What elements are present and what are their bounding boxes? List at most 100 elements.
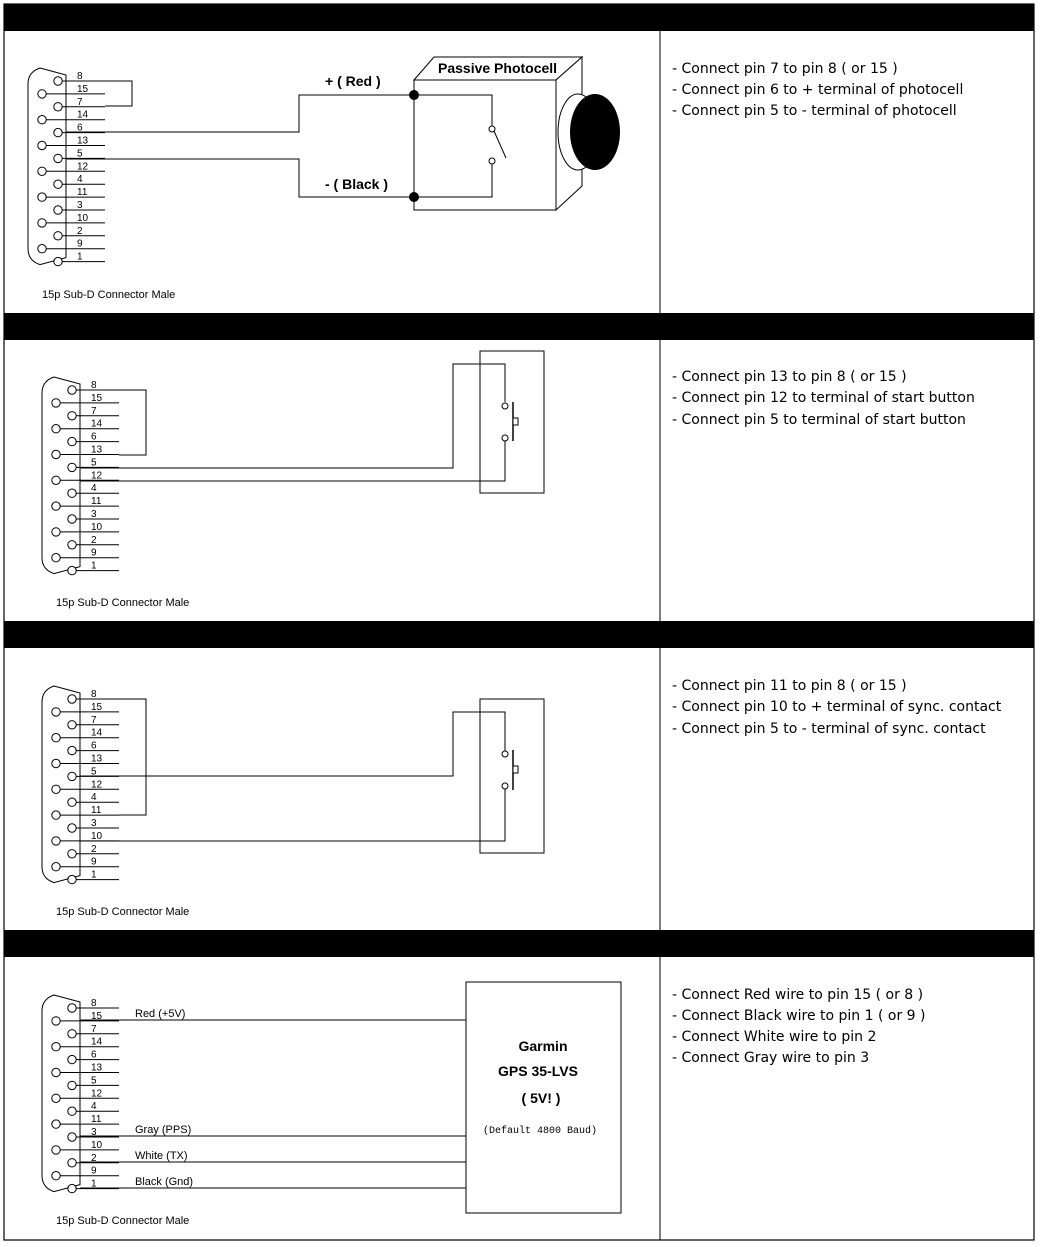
instruction-line: - Connect pin 13 to pin 8 ( or 15 ) (672, 369, 907, 385)
connector-pin (53, 256, 63, 267)
connector-pin (67, 1029, 77, 1039)
instruction-line: - Connect Red wire to pin 15 ( or 8 ) (672, 987, 923, 1003)
jumper-wire (105, 80, 133, 107)
connector-pin (37, 140, 47, 151)
pin-label: 3 (77, 200, 83, 211)
connector-pin (51, 810, 61, 820)
start-button-box (479, 350, 545, 494)
connector-pin (51, 1119, 61, 1129)
pin-label: 7 (77, 97, 83, 108)
connector-caption: 15p Sub-D Connector Male (56, 1215, 189, 1227)
wire-positive-label: + ( Red ) (325, 73, 381, 89)
connector-caption: 15p Sub-D Connector Male (56, 597, 189, 609)
wire-pin5 (80, 363, 506, 469)
pin-label: 2 (91, 535, 97, 546)
connector-pin (67, 436, 77, 447)
wire-pin12 (80, 441, 506, 482)
connector-pin (67, 771, 77, 782)
pin-label: 3 (91, 818, 97, 829)
connector-pin (51, 862, 61, 872)
pin-label: 8 (77, 71, 83, 82)
connector-pin (67, 1003, 77, 1013)
connector-pin (51, 1042, 61, 1052)
connector-pin (37, 244, 47, 254)
instructions: - Connect Red wire to pin 15 ( or 8 ) - … (672, 987, 925, 1066)
instruction-line: - Connect pin 12 to terminal of start bu… (672, 390, 975, 406)
connector-pin (51, 733, 61, 743)
pin-label: 14 (91, 728, 103, 739)
connector-pin (51, 1016, 61, 1026)
pin-label: 1 (91, 561, 97, 572)
connector-pin (53, 127, 63, 138)
connector-pin (51, 475, 61, 485)
connector-pin (51, 836, 61, 846)
connector-pin (67, 1132, 77, 1142)
instruction-line: - Connect pin 6 to + terminal of photoce… (672, 82, 963, 98)
pin-label: 10 (77, 213, 89, 224)
connector-pin (67, 1183, 77, 1194)
connector-pin (53, 153, 63, 164)
pin-label: 7 (91, 1024, 97, 1035)
connector-pin (67, 1106, 77, 1116)
connector-pin (67, 1054, 77, 1065)
connector-pin (53, 76, 63, 86)
connector-pin (67, 1080, 77, 1091)
instruction-line: - Connect Black wire to pin 1 ( or 9 ) (672, 1008, 925, 1024)
connector-pin (67, 874, 77, 885)
wire-pin5 (80, 711, 506, 777)
pin-label: 8 (91, 689, 97, 700)
wire-white-label: White (TX) (135, 1150, 188, 1162)
pin-label: 15 (91, 393, 103, 404)
pin-label: 3 (91, 1127, 97, 1138)
pin-label: 7 (91, 406, 97, 417)
photocell-icon (412, 55, 620, 212)
wire-black-label: Black (Gnd) (135, 1176, 193, 1188)
connector-pin (67, 462, 77, 473)
connector-pin (51, 398, 61, 408)
wire-positive (66, 94, 414, 133)
pin-label: 12 (91, 1088, 103, 1099)
instructions: - Connect pin 13 to pin 8 ( or 15 ) - Co… (672, 369, 975, 428)
connector-pin (67, 823, 77, 833)
connector-pin (53, 102, 63, 112)
pin-label: 13 (91, 445, 103, 456)
panel-3-header-band (4, 621, 1034, 648)
connector-pin (67, 514, 77, 524)
connector-pin (67, 540, 77, 550)
pin-label: 3 (91, 509, 97, 520)
gps-voltage: ( 5V! ) (522, 1090, 561, 1106)
panel-2-header-band (4, 313, 1034, 340)
wire-gray-label: Gray (PPS) (135, 1124, 191, 1136)
connector-pin (37, 166, 47, 177)
pin-label: 1 (91, 870, 97, 881)
pin-label: 10 (91, 831, 103, 842)
pin-label: 2 (91, 844, 97, 855)
pin-label: 9 (91, 1166, 97, 1177)
pin-label: 5 (91, 1075, 97, 1086)
jumper-wire (119, 698, 147, 816)
connector-pin (53, 231, 63, 241)
wire-pin10 (80, 789, 506, 842)
connector-pin (37, 218, 47, 228)
pin-label: 13 (77, 136, 89, 147)
pushbutton-icon (501, 402, 519, 442)
instruction-line: - Connect pin 11 to pin 8 ( or 15 ) (672, 678, 907, 694)
connector-pin (67, 745, 77, 756)
connector-pin (37, 115, 47, 125)
pin-label: 11 (91, 805, 102, 816)
pin-label: 9 (91, 548, 97, 559)
instruction-line: - Connect pin 10 to + terminal of sync. … (672, 699, 1002, 715)
connector-pin (67, 411, 77, 421)
pin-label: 10 (91, 522, 103, 533)
connector-pin (37, 89, 47, 99)
connector-pin (51, 707, 61, 717)
pin-label: 2 (91, 1153, 97, 1164)
connector-pin (67, 385, 77, 395)
outer-frame (3, 3, 1035, 1241)
connector-pin (51, 501, 61, 511)
